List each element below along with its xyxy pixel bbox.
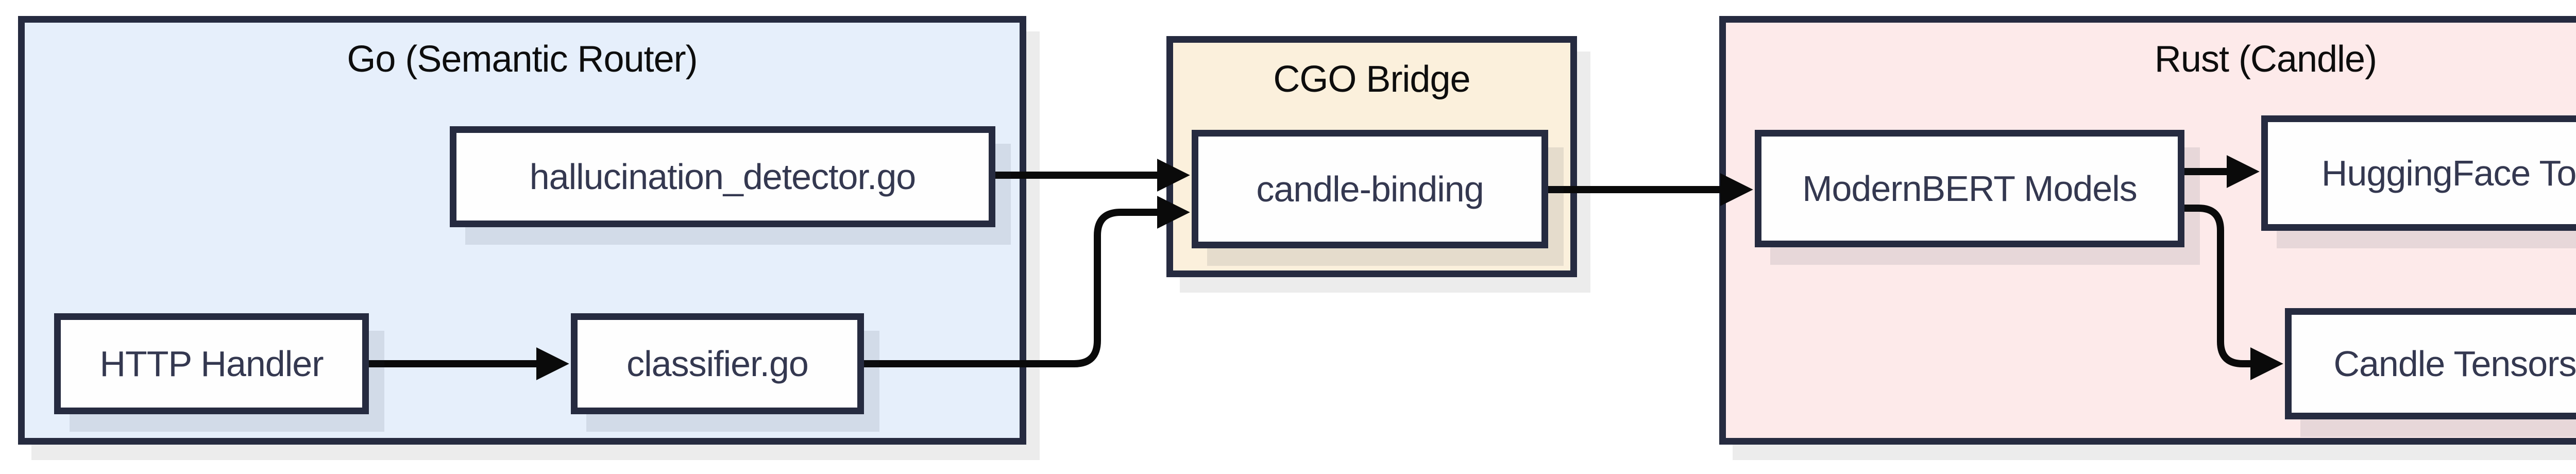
- node-huggingface-tokenizers-label: HuggingFace Tokenizers: [2321, 153, 2576, 193]
- container-rust-title: Rust (Candle): [2154, 39, 2377, 80]
- node-http-handler: HTTP Handler: [54, 313, 369, 414]
- node-hallucination-detector-go: hallucination_detector.go: [450, 126, 995, 227]
- node-hallucination-detector-label: hallucination_detector.go: [529, 157, 916, 197]
- node-candle-tensors-label: Candle Tensors: [2333, 344, 2576, 384]
- edge-modernbert-to-candle-tensors: [2184, 205, 2283, 380]
- node-candle-tensors: Candle Tensors: [2285, 308, 2576, 419]
- node-modernbert-models-label: ModernBERT Models: [1802, 168, 2138, 209]
- node-candle-binding-label: candle-binding: [1256, 169, 1484, 209]
- node-candle-binding: candle-binding: [1192, 130, 1548, 248]
- container-cgo-title: CGO Bridge: [1273, 59, 1470, 100]
- node-classifier-go: classifier.go: [571, 313, 864, 414]
- container-go-title: Go (Semantic Router): [347, 39, 698, 80]
- node-classifier-go-label: classifier.go: [626, 344, 809, 384]
- node-http-handler-label: HTTP Handler: [99, 344, 324, 384]
- node-modernbert-models: ModernBERT Models: [1755, 130, 2184, 247]
- edge-classifier-to-candle-binding: [864, 196, 1190, 367]
- node-huggingface-tokenizers: HuggingFace Tokenizers: [2261, 115, 2576, 231]
